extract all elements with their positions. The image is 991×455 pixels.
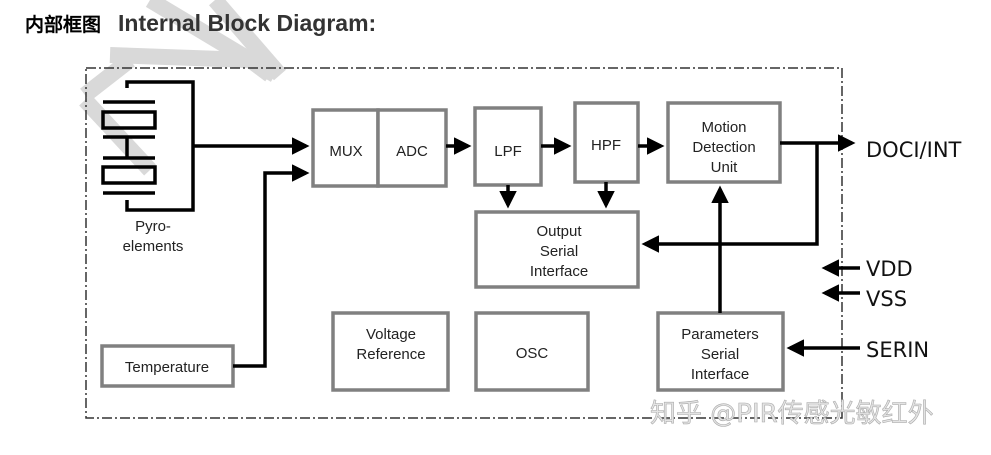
motion-label-1: Motion — [701, 119, 746, 136]
wire-motion-output — [641, 143, 819, 253]
wire-temp-mux — [233, 164, 310, 368]
chip-boundary — [85, 67, 843, 419]
parameters-serial-block — [656, 311, 785, 392]
motion-label-3: Unit — [711, 159, 739, 176]
temperature-label: Temperature — [125, 359, 209, 376]
mux-label: MUX — [329, 143, 362, 160]
pyro-elements-icon — [101, 80, 195, 212]
params-label-2: Serial — [701, 346, 739, 363]
voltage-reference-block — [331, 311, 450, 392]
osc-label: OSC — [516, 345, 549, 362]
lpf-label: LPF — [494, 143, 522, 160]
pin-serin: SERIN — [866, 338, 929, 362]
params-label-3: Interface — [691, 366, 749, 383]
output-serial-label-1: Output — [536, 223, 582, 240]
voltage-ref-label-1: Voltage — [366, 326, 416, 343]
output-serial-label-3: Interface — [530, 263, 588, 280]
pyro-label-2: elements — [123, 238, 184, 255]
adc-block — [376, 108, 448, 188]
osc-block — [474, 311, 590, 392]
output-serial-block — [474, 210, 640, 289]
pin-vdd: VDD — [866, 257, 913, 281]
pyro-label-1: Pyro- — [135, 218, 171, 235]
pin-vss: VSS — [866, 287, 907, 311]
title-cn: 内部框图 — [25, 13, 101, 36]
signal-wires — [193, 134, 860, 368]
title-en: Internal Block Diagram: — [118, 10, 376, 36]
hpf-label: HPF — [591, 137, 621, 154]
pin-doci-int: DOCI/INT — [866, 138, 962, 162]
hpf-block — [573, 101, 640, 184]
params-label-1: Parameters — [681, 326, 759, 343]
output-serial-label-2: Serial — [540, 243, 578, 260]
voltage-ref-label-2: Reference — [356, 346, 425, 363]
adc-label: ADC — [396, 143, 428, 160]
watermark-text: 知乎 @PIR传感光敏红外 — [650, 399, 934, 429]
motion-label-2: Detection — [692, 139, 755, 156]
